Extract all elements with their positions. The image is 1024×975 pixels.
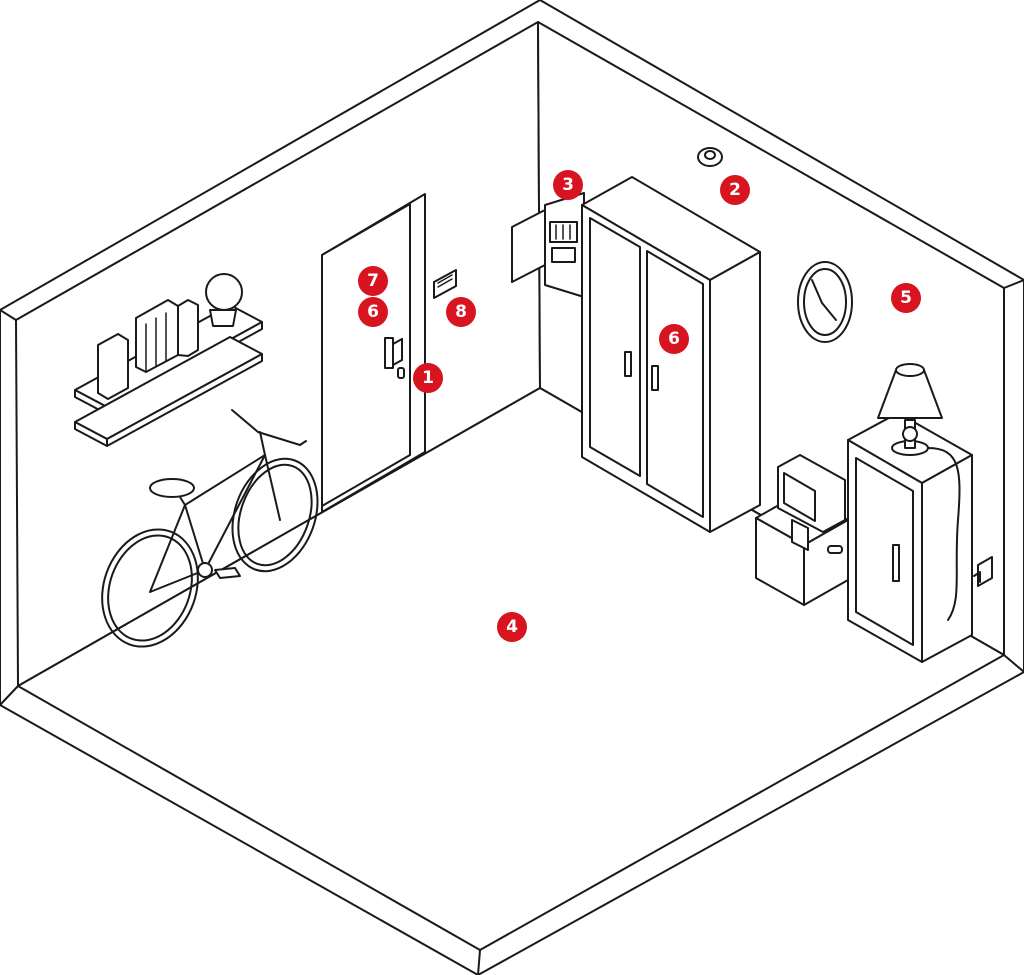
box-handle: [827, 545, 843, 554]
svg-text:8: 8: [455, 302, 467, 322]
lamp: [877, 363, 961, 621]
bicycle-pedal: [214, 567, 241, 579]
door-lock: [384, 337, 405, 379]
marker-1[interactable]: 1: [413, 363, 443, 393]
svg-text:5: 5: [900, 288, 912, 308]
electrical-panel: [511, 192, 585, 298]
computer-monitor: [777, 454, 846, 551]
bicycle: [101, 409, 319, 648]
light-bulb-icon: [205, 273, 243, 311]
panel-box: [544, 192, 585, 298]
key-icon: [397, 367, 405, 379]
marker-6-door[interactable]: 6: [358, 297, 388, 327]
bicycle-seat: [149, 478, 195, 498]
marker-7[interactable]: 7: [358, 266, 388, 296]
wall-keypad: [433, 269, 457, 299]
door-panel: [321, 203, 411, 507]
clock-hour-hand: [811, 279, 823, 304]
marker-4[interactable]: 4: [497, 612, 527, 642]
monitor-stand: [791, 519, 809, 551]
svg-text:6: 6: [668, 329, 680, 349]
lamp-base: [209, 309, 237, 327]
svg-text:1: 1: [422, 368, 434, 388]
monitor-screen: [783, 472, 816, 522]
marker-3[interactable]: 3: [553, 170, 583, 200]
svg-text:4: 4: [506, 617, 518, 637]
svg-text:2: 2: [729, 180, 741, 200]
wardrobe: [581, 176, 761, 533]
svg-text:3: 3: [562, 175, 574, 195]
wall-clock: [797, 261, 853, 343]
svg-text:6: 6: [367, 302, 379, 322]
cabinet-door: [855, 457, 914, 646]
bicycle-front-wheel: [231, 457, 319, 573]
power-outlet: [973, 556, 993, 587]
smoke-detector: [697, 147, 723, 167]
marker-8[interactable]: 8: [446, 297, 476, 327]
wardrobe-handle-right: [651, 365, 659, 391]
door: [321, 193, 426, 513]
lamp-cord: [927, 447, 961, 621]
marker-6-wardrobe[interactable]: 6: [659, 324, 689, 354]
wardrobe-door-left: [589, 217, 641, 477]
clock-minute-hand: [821, 302, 837, 321]
bookshelf: [74, 273, 263, 447]
bicycle-handlebar: [231, 409, 307, 446]
cabinet-handle: [892, 544, 900, 582]
wardrobe-handle-left: [624, 351, 632, 377]
wardrobe-door-right: [646, 250, 704, 518]
marker-5[interactable]: 5: [891, 283, 921, 313]
bicycle-rear-wheel: [101, 528, 199, 648]
svg-text:7: 7: [367, 271, 379, 291]
book: [97, 333, 129, 400]
cabinet-side: [921, 454, 973, 663]
marker-2[interactable]: 2: [720, 175, 750, 205]
wardrobe-side: [709, 251, 761, 533]
panel-door: [511, 209, 546, 283]
markers: 1 2 3 4 5 6 6 7: [358, 170, 921, 642]
